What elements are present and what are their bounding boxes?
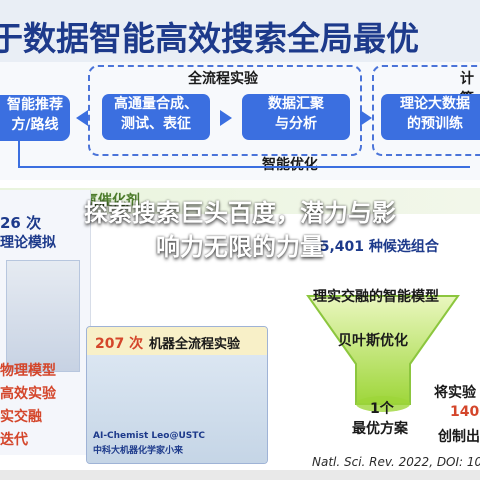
workflow-step-2: 数据汇聚 与分析 — [242, 94, 350, 140]
bottom-bar — [0, 470, 480, 480]
arrow-left-icon — [76, 110, 88, 126]
red-bullet-2: 高效实验 — [0, 386, 56, 402]
workflow-left-line1: 智能推荐 — [7, 97, 63, 113]
lab-title: 机器全流程实验 — [149, 337, 241, 352]
lab-photo-card: 207 次 机器全流程实验 AI-Chemist Leo@USTC 中科大机器化… — [86, 326, 268, 464]
workflow-connector-left — [18, 140, 20, 168]
funnel-top-text: 55,401 种候选组合 — [310, 239, 439, 255]
lab-photo-header — [87, 327, 267, 355]
header-banner: 于数据智能高效搜索全局最优 — [0, 0, 480, 62]
arrow-right-icon-2 — [360, 110, 372, 126]
right-note-3: 创制出 — [438, 429, 480, 445]
workflow-step-1: 高通量合成、 测试、表征 — [102, 94, 210, 140]
optimization-funnel — [298, 286, 468, 436]
theory-sim-count: 26 次 — [0, 214, 42, 232]
right-note-2: 1400 — [450, 404, 480, 420]
workflow-step-2-line1: 数据汇聚 — [268, 96, 324, 112]
header-title: 于数据智能高效搜索全局最优 — [0, 19, 419, 58]
workflow-step-3-line1: 理论大数据 — [400, 96, 470, 112]
red-bullet-4: 迭代 — [0, 432, 28, 448]
workflow-theory-box — [372, 65, 480, 156]
lab-badge: 207 次 — [95, 336, 144, 352]
arrow-right-icon — [220, 110, 232, 126]
workflow-step-2-line2: 与分析 — [275, 116, 317, 132]
theory-sim-card: 26 次 理论模拟 — [0, 190, 91, 455]
workflow-left-pill: 智能推荐 方/路线 — [0, 95, 70, 141]
funnel-icon — [306, 295, 460, 412]
lab-caption-2: 中科大机器化学家小来 — [93, 446, 184, 456]
workflow-step-3-line2: 的预训练 — [407, 116, 463, 132]
article-title-line1: 探索搜索巨头百度，潜力与影 — [84, 199, 396, 227]
workflow-left-line2: 方/路线 — [11, 117, 59, 133]
workflow-middle-title: 全流程实验 — [188, 71, 258, 87]
red-bullet-1: 物理模型 — [0, 363, 56, 379]
lab-photo — [87, 355, 267, 463]
workflow-step-1-line1: 高通量合成、 — [114, 96, 198, 112]
workflow-bottom-label: 智能优化 — [262, 157, 318, 173]
right-note-1: 将实验 — [434, 385, 476, 401]
lab-caption-1: AI-Chemist Leo@USTC — [93, 431, 205, 441]
article-title: 探索搜索巨头百度，潜力与影 响力无限的力量 — [0, 196, 480, 264]
workflow-step-1-line2: 测试、表征 — [121, 116, 191, 132]
citation: Natl. Sci. Rev. 2022, DOI: 10. — [312, 455, 480, 469]
workflow-panel: 智能推荐 方/路线 全流程实验 高通量合成、 测试、表征 数据汇聚 与分析 计算… — [0, 62, 480, 180]
article-title-line2: 响力无限的力量 — [156, 233, 324, 261]
workflow-connector-bottom — [18, 166, 470, 168]
red-bullet-3: 实交融 — [0, 409, 42, 425]
red-bullets: 物理模型 高效实验 实交融 迭代 — [0, 360, 90, 452]
funnel-count: 1个 — [370, 401, 394, 417]
theory-sim-label: 理论模拟 — [0, 235, 56, 251]
workflow-step-3: 理论大数据 的预训练 — [381, 94, 480, 140]
funnel-label-1: 理实交融的智能模型 — [313, 289, 439, 305]
funnel-label-2: 贝叶斯优化 — [338, 333, 408, 349]
funnel-best: 最优方案 — [352, 421, 408, 437]
server-rack-image — [6, 260, 80, 372]
